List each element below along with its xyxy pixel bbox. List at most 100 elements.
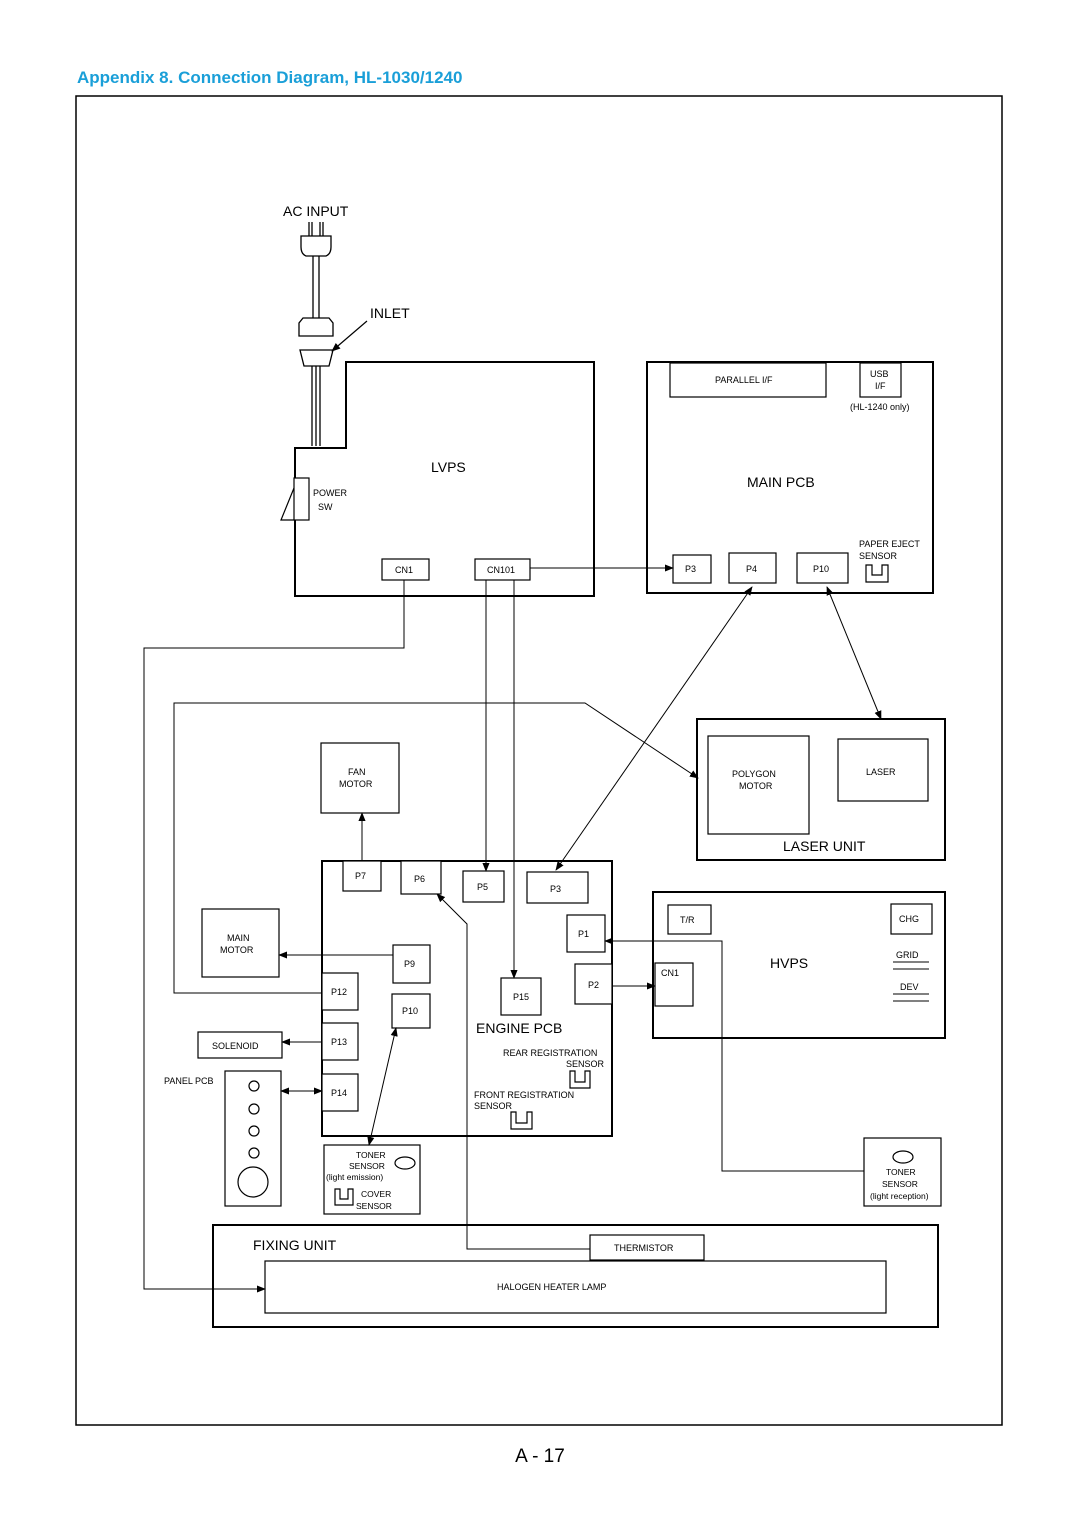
terminal-tr (667, 904, 712, 935)
svg-text:P12: P12 (331, 987, 347, 997)
ac-plug-icon (298, 222, 334, 337)
lvps-board: LVPS POWER SW CN1 CN101 (280, 361, 595, 597)
svg-text:HALOGEN HEATER LAMP: HALOGEN HEATER LAMP (497, 1282, 606, 1292)
svg-text:GRID: GRID (896, 950, 919, 960)
svg-text:SENSOR: SENSOR (882, 1179, 918, 1189)
engine-pcb-label: ENGINE PCB (476, 1020, 562, 1036)
connector-p3-main (672, 554, 712, 584)
connector-p6 (400, 860, 442, 895)
svg-text:FAN: FAN (348, 767, 366, 777)
svg-text:SENSOR: SENSOR (474, 1101, 513, 1111)
toner-emission-cover-sensor: TONER SENSOR (light emission) COVER SENS… (323, 1144, 421, 1215)
svg-text:P3: P3 (550, 884, 561, 894)
toner-reception-sensor: TONER SENSOR (light reception) (863, 1137, 942, 1207)
connector-p12 (321, 972, 359, 1011)
svg-text:TONER: TONER (886, 1167, 916, 1177)
svg-text:P9: P9 (404, 959, 415, 969)
main-pcb-label: MAIN PCB (747, 474, 815, 490)
svg-text:POLYGON: POLYGON (732, 769, 776, 779)
inlet-connector (299, 349, 334, 446)
wiring (143, 564, 882, 1293)
svg-text:CN1: CN1 (395, 565, 413, 575)
panel-led-3 (248, 1125, 260, 1137)
svg-text:P14: P14 (331, 1088, 347, 1098)
panel-pcb-label: PANEL PCB (164, 1076, 214, 1086)
cover-sensor-icon (334, 1188, 354, 1206)
svg-text:SENSOR: SENSOR (356, 1201, 392, 1211)
connector-p15 (500, 977, 542, 1016)
fixing-unit-label: FIXING UNIT (253, 1237, 337, 1253)
thermistor (589, 1234, 705, 1261)
svg-text:CN1: CN1 (661, 968, 679, 978)
svg-text:P6: P6 (414, 874, 425, 884)
ac-input-label: AC INPUT (283, 203, 349, 219)
connector-cn1 (381, 558, 430, 581)
rear-registration-sensor-icon (569, 1070, 591, 1089)
terminal-chg (890, 903, 933, 935)
svg-text:MOTOR: MOTOR (220, 945, 254, 955)
connector-p5 (462, 870, 505, 903)
svg-text:I/F: I/F (875, 381, 886, 391)
connector-p4-main (728, 552, 777, 584)
svg-text:MAIN: MAIN (227, 933, 250, 943)
svg-text:PAPER EJECT: PAPER EJECT (859, 539, 920, 549)
panel-pcb (224, 1070, 282, 1207)
front-registration-sensor-icon (510, 1111, 533, 1130)
svg-text:LASER: LASER (866, 767, 896, 777)
svg-text:USB: USB (870, 369, 889, 379)
svg-text:(HL-1240 only): (HL-1240 only) (850, 402, 910, 412)
svg-text:P13: P13 (331, 1037, 347, 1047)
svg-text:P2: P2 (588, 980, 599, 990)
connector-p2 (574, 963, 613, 1005)
svg-text:P5: P5 (477, 882, 488, 892)
hvps-board: T/R CHG GRID DEV CN1 HVPS (652, 891, 946, 1039)
page-number: A - 17 (515, 1446, 565, 1467)
svg-text:MOTOR: MOTOR (339, 779, 373, 789)
panel-led-4 (248, 1147, 260, 1159)
page-title: Appendix 8. Connection Diagram, HL-1030/… (77, 68, 463, 87)
laser-module (837, 738, 929, 802)
parallel-interface (669, 362, 827, 398)
engine-pcb-board: P7 P6 P5 P3 P1 P2 P9 P12 P10 P15 P13 P14… (321, 860, 613, 1137)
main-motor: MAIN MOTOR (201, 908, 280, 978)
solenoid: SOLENOID (197, 1031, 283, 1059)
svg-text:MOTOR: MOTOR (739, 781, 773, 791)
fan-motor: FAN MOTOR (320, 742, 400, 814)
fixing-unit: FIXING UNIT THERMISTOR HALOGEN HEATER LA… (212, 1224, 939, 1328)
svg-text:(light reception): (light reception) (870, 1191, 929, 1201)
hvps-label: HVPS (770, 955, 808, 971)
svg-text:P1: P1 (578, 929, 589, 939)
svg-text:TONER: TONER (356, 1150, 386, 1160)
connector-p9 (392, 944, 431, 984)
svg-text:REAR REGISTRATION: REAR REGISTRATION (503, 1048, 597, 1058)
connector-p13 (321, 1022, 359, 1061)
power-switch (293, 477, 310, 521)
connector-hvps-cn1 (654, 962, 694, 1007)
diagram-frame (75, 95, 1003, 1426)
svg-text:P10: P10 (813, 564, 829, 574)
svg-text:DEV: DEV (900, 982, 919, 992)
svg-text:P3: P3 (685, 564, 696, 574)
svg-text:PARALLEL I/F: PARALLEL I/F (715, 375, 773, 385)
connector-p1 (566, 914, 606, 953)
svg-text:CN101: CN101 (487, 565, 515, 575)
power-switch-lever (280, 487, 295, 521)
connector-p14 (321, 1073, 359, 1112)
svg-text:COVER: COVER (361, 1189, 391, 1199)
lvps-label: LVPS (431, 459, 466, 475)
panel-led-2 (248, 1103, 260, 1115)
toner-receiver-icon (892, 1150, 914, 1164)
connector-p10-main (796, 552, 849, 584)
svg-text:SW: SW (318, 502, 333, 512)
svg-text:P10: P10 (402, 1006, 418, 1016)
svg-text:SENSOR: SENSOR (859, 551, 898, 561)
svg-text:THERMISTOR: THERMISTOR (614, 1243, 674, 1253)
connector-p10-engine (391, 993, 431, 1029)
svg-text:CHG: CHG (899, 914, 919, 924)
inlet-pointer (331, 320, 368, 352)
svg-text:P7: P7 (355, 871, 366, 881)
svg-text:FRONT REGISTRATION: FRONT REGISTRATION (474, 1090, 574, 1100)
svg-text:POWER: POWER (313, 488, 348, 498)
svg-text:SENSOR: SENSOR (349, 1161, 385, 1171)
